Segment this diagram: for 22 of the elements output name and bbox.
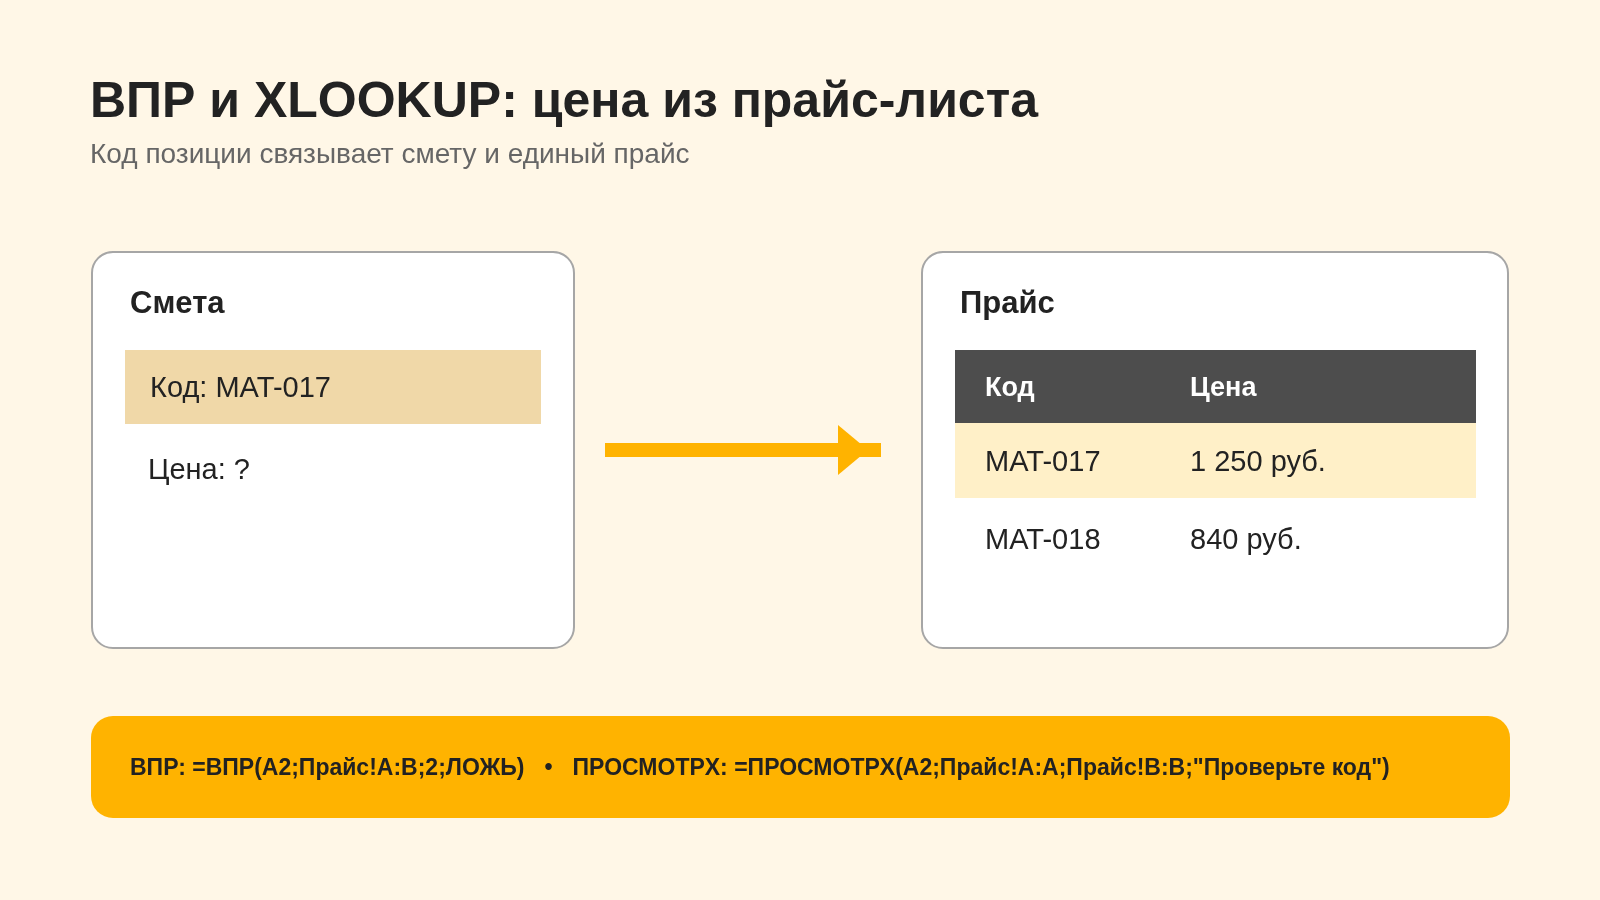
arrow — [605, 425, 881, 475]
table-value: 840 руб. — [1190, 522, 1302, 556]
formula-text: ПРОСМОТРX: =ПРОСМОТРX(A2;Прайс!A:A;Прайс!B:B;"Проверьте код") — [572, 753, 1390, 781]
price-text: Цена: ? — [148, 452, 250, 486]
title: ВПР и XLOOKUP: цена из прайс-листа — [90, 75, 1038, 125]
table-value: MAT-017 — [985, 443, 1101, 478]
code-text: Код: MAT-017 — [150, 370, 331, 404]
table-value: MAT-018 — [985, 522, 1101, 556]
card-heading: Прайс — [960, 286, 1055, 320]
separator-bullet: • — [544, 753, 553, 781]
formula-text: ВПР: =ВПР(A2;Прайс!A:B;2;ЛОЖЬ) — [130, 753, 525, 781]
column-heading: Цена — [1190, 370, 1257, 404]
table-value: 1 250 руб. — [1190, 443, 1326, 478]
highlighted-row — [125, 350, 541, 424]
estimate-card — [91, 251, 575, 649]
highlighted-row — [955, 423, 1476, 498]
column-heading: Код — [985, 370, 1035, 404]
subtitle: Код позиции связывает смету и единый прайс — [90, 140, 690, 168]
formula-bar — [91, 716, 1510, 818]
table-header-row — [955, 350, 1476, 423]
card-heading: Смета — [130, 286, 225, 320]
price-list-card — [921, 251, 1509, 649]
